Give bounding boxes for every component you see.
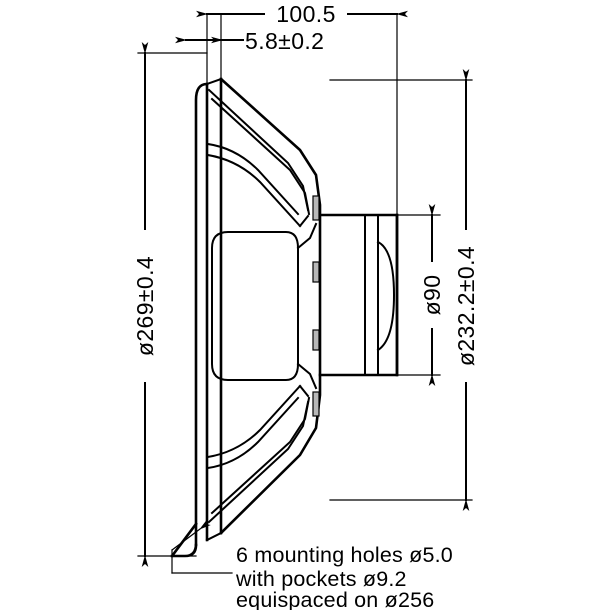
note-line-1: 6 mounting holes ø5.0 bbox=[236, 543, 453, 567]
note-line-3: equispaced on ø256 bbox=[236, 588, 434, 610]
dim-label-magnet-diameter: ø90 bbox=[419, 275, 445, 316]
dim-label-baffle-cutout: ø232.2±0.4 bbox=[453, 246, 479, 366]
magnet-assembly bbox=[318, 213, 399, 377]
mounting-holes-note: 6 mounting holes ø5.0 with pockets ø9.2 … bbox=[235, 543, 453, 610]
dim-label-outer-diameter: ø269±0.4 bbox=[132, 256, 158, 356]
note-line-2: with pockets ø9.2 bbox=[235, 567, 407, 591]
dimension-baffle-cutout: ø232.2±0.4 bbox=[453, 69, 479, 511]
magnet-reference-lines bbox=[319, 214, 331, 376]
dimension-outer-diameter: ø269±0.4 bbox=[132, 42, 158, 567]
dimension-magnet-diameter: ø90 bbox=[419, 204, 445, 386]
cone-upper-profile bbox=[206, 88, 311, 228]
dim-label-flange-thickness: 5.8±0.2 bbox=[245, 28, 324, 54]
mounting-holes-leader bbox=[171, 519, 233, 574]
mounting-flange bbox=[170, 77, 223, 558]
extension-lines bbox=[137, 13, 473, 557]
dim-label-depth-overall: 100.5 bbox=[276, 1, 336, 27]
dimension-depth-overall: 100.5 bbox=[196, 1, 408, 27]
speaker-basket bbox=[219, 77, 322, 535]
dimension-flange-thickness: 5.8±0.2 bbox=[175, 28, 324, 54]
basket-ribs bbox=[296, 214, 318, 398]
cone-lower-profile bbox=[206, 384, 311, 524]
basket-rib-notches bbox=[312, 195, 320, 417]
